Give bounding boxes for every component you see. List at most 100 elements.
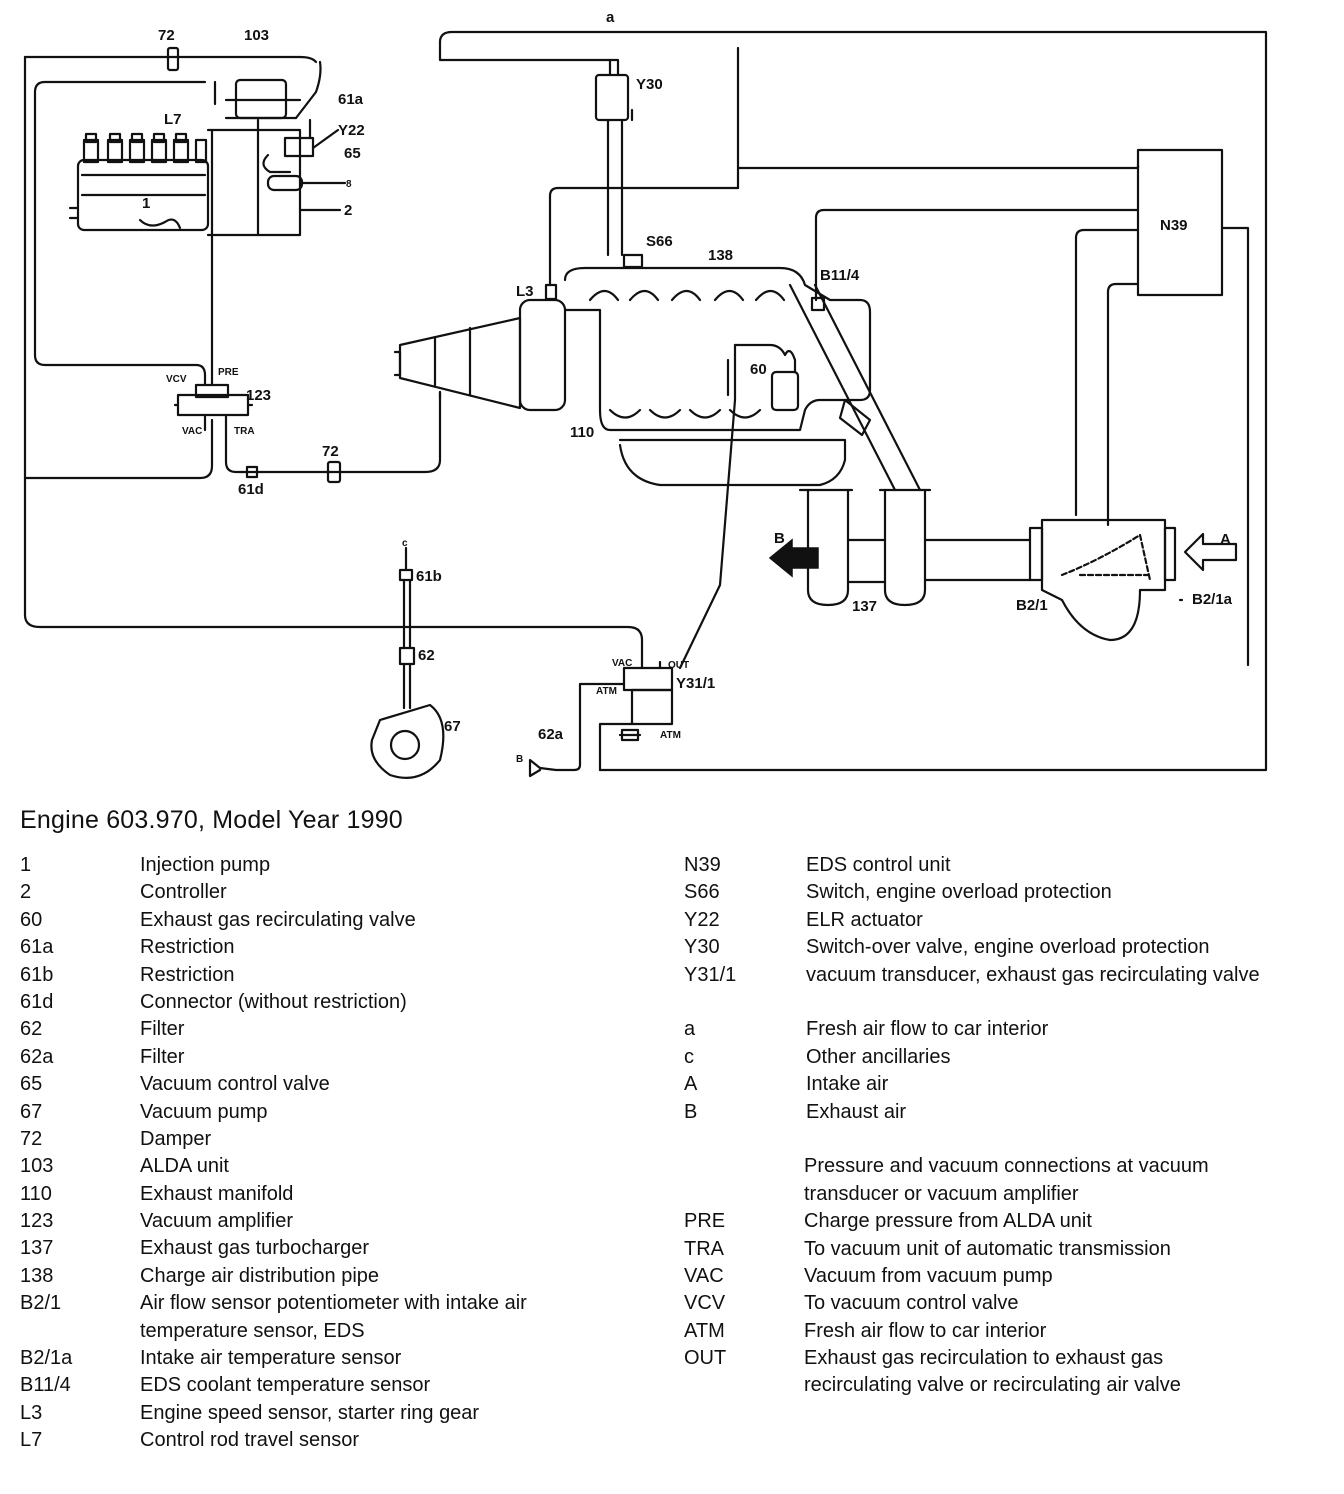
label-61b: 61b	[416, 568, 442, 585]
legend-description: Exhaust manifold	[140, 1182, 294, 1205]
legend-code: 110	[20, 1182, 52, 1205]
legend-code: L3	[20, 1401, 43, 1424]
label-b-arrow: B	[774, 530, 785, 547]
legend-code: 138	[20, 1264, 54, 1287]
legend-description: Restriction	[140, 936, 235, 959]
legend-description: Fresh air flow to car interior	[804, 1319, 1047, 1342]
legend-code: B11/4	[20, 1374, 71, 1397]
legend-code: ATM	[684, 1319, 725, 1342]
legend-item: 62 Filter	[20, 1016, 640, 1043]
legend-description: Switch, engine overload protection	[806, 881, 1112, 904]
intake-cone	[398, 316, 522, 410]
legend-spacer	[684, 1126, 1324, 1153]
legend-description: vacuum transducer, exhaust gas recircula…	[806, 963, 1260, 986]
label-b-small: B	[516, 754, 523, 765]
legend-code: 61a	[20, 936, 54, 959]
legend-description: Injection pump	[140, 854, 271, 876]
label-1: 1	[142, 195, 150, 212]
vacuum-line-inner	[33, 80, 207, 387]
switch-over-valve	[594, 73, 630, 122]
label-vac-123: VAC	[182, 426, 202, 437]
legend-item: PRE Charge pressure from ALDA unit	[684, 1208, 1324, 1235]
label-pre: PRE	[218, 367, 239, 378]
label-s66: S66	[646, 233, 673, 250]
legend-item: ATM Fresh air flow to car interior	[684, 1318, 1324, 1345]
legend-item: 110 Exhaust manifold	[20, 1181, 640, 1208]
legend-code: 137	[20, 1237, 54, 1260]
legend-code: S66	[684, 881, 720, 904]
label-8: 8	[346, 179, 352, 190]
legend-description: Control rod travel sensor	[140, 1429, 359, 1452]
intake-air-arrow	[1183, 532, 1238, 572]
label-72-top: 72	[158, 27, 175, 44]
label-62: 62	[418, 647, 435, 664]
legend-code: 61b	[20, 963, 54, 986]
legend-code: N39	[684, 854, 721, 876]
legend-description: Damper	[140, 1127, 212, 1150]
label-b2-1: B2/1	[1016, 597, 1048, 614]
label-61d: 61d	[238, 481, 264, 498]
legend-item: S66 Switch, engine overload protection	[684, 879, 1324, 906]
label-123: 123	[246, 387, 271, 404]
legend-item: 60 Exhaust gas recirculating valve	[20, 907, 640, 934]
label-atm-2: ATM	[660, 730, 681, 741]
legend-description: Air flow sensor potentiometer with intak…	[140, 1292, 527, 1342]
legend-description: Charge air distribution pipe	[140, 1264, 380, 1287]
legend-item: 61a Restriction	[20, 934, 640, 961]
label-137: 137	[852, 598, 877, 615]
label-l7: L7	[164, 111, 182, 128]
legend-description: Filter	[140, 1018, 185, 1041]
legend-code: 62	[20, 1018, 43, 1041]
egr-valve	[770, 370, 800, 412]
label-a: a	[606, 9, 615, 26]
legend-code: 60	[20, 908, 43, 931]
connections-heading-text: Pressure and vacuum connections at vacuu…	[804, 1155, 1209, 1205]
legend-code: 62a	[20, 1045, 54, 1068]
legend-code: PRE	[684, 1210, 726, 1233]
legend-code: c	[684, 1045, 694, 1068]
legend-description: Exhaust air	[806, 1100, 907, 1123]
legend-code: a	[684, 1018, 696, 1041]
turbocharger	[806, 488, 850, 607]
legend-item: Y31/1 vacuum transducer, exhaust gas reci…	[684, 962, 1324, 1017]
legend-description: Exhaust gas recirculating valve	[140, 908, 416, 931]
label-2: 2	[344, 202, 352, 219]
label-65: 65	[344, 145, 361, 162]
legend-code: Y31/1	[684, 963, 737, 986]
legend-code: 67	[20, 1100, 43, 1123]
label-c: c	[402, 538, 408, 549]
label-b11-4: B11/4	[820, 267, 860, 284]
legend-description: EDS control unit	[806, 854, 951, 876]
legend-item: B2/1 Air flow sensor potentiometer with i…	[20, 1290, 640, 1345]
legend-description: Engine speed sensor, starter ring gear	[140, 1401, 480, 1424]
damper-bottom	[326, 460, 342, 484]
vacuum-line-top	[23, 55, 318, 64]
legend-item: N39 EDS control unit	[684, 852, 1324, 879]
legend-code: B2/1	[20, 1292, 62, 1315]
legend-item: 72 Damper	[20, 1126, 640, 1153]
label-y31-1: Y31/1	[676, 675, 715, 692]
legend-code: 2	[20, 881, 32, 904]
legend-description: Restriction	[140, 963, 235, 986]
vacuum-pump	[370, 703, 445, 779]
vacuum-line-outer-loop	[23, 55, 644, 664]
legend-description: Other ancillaries	[806, 1045, 951, 1068]
label-62a: 62a	[538, 726, 564, 743]
legend-description: Charge pressure from ALDA unit	[804, 1210, 1092, 1233]
damper-top	[166, 46, 180, 72]
legend-code: 72	[20, 1127, 43, 1150]
